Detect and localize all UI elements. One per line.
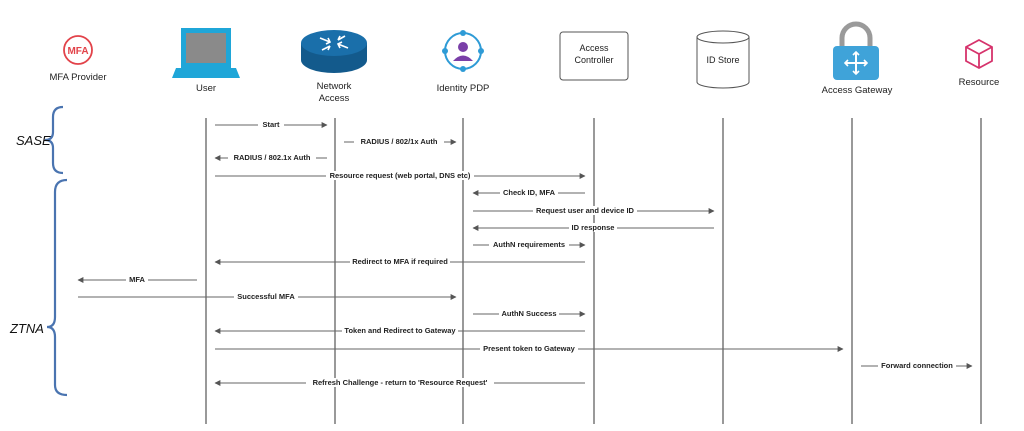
mfa-badge-text: MFA bbox=[67, 46, 88, 57]
mfa-badge-icon: MFA bbox=[63, 35, 93, 65]
mfa-provider-label: MFA Provider bbox=[49, 72, 106, 83]
access-controller-label-line1: Access bbox=[579, 43, 609, 53]
message: Resource request (web portal, DNS etc) bbox=[215, 171, 586, 180]
message: RADIUS / 802.1x Auth bbox=[214, 153, 327, 162]
sase-brace bbox=[44, 105, 64, 175]
message-label: Redirect to MFA if required bbox=[352, 257, 448, 266]
resource-label: Resource bbox=[959, 77, 1000, 88]
actor-resource: Resource bbox=[959, 38, 1000, 88]
ztna-label: ZTNA bbox=[9, 321, 44, 336]
message: Forward connection bbox=[861, 361, 973, 370]
message: Token and Redirect to Gateway bbox=[214, 326, 585, 335]
message-label: MFA bbox=[129, 275, 145, 284]
actor-mfa-provider: MFA MFA Provider bbox=[49, 35, 107, 83]
message-label: RADIUS / 802/1x Auth bbox=[361, 137, 438, 146]
message-label: ID response bbox=[572, 223, 615, 232]
message: Refresh Challenge - return to 'Resource … bbox=[214, 378, 585, 387]
network-access-label-line2: Access bbox=[319, 93, 350, 104]
message-label: Resource request (web portal, DNS etc) bbox=[330, 171, 471, 180]
group-sase: SASE bbox=[16, 105, 64, 175]
router-icon bbox=[301, 30, 367, 73]
message: AuthN requirements bbox=[473, 240, 586, 249]
identity-pdp-label: Identity PDP bbox=[437, 83, 490, 94]
message: Redirect to MFA if required bbox=[214, 257, 585, 266]
message-label: AuthN requirements bbox=[493, 240, 565, 249]
group-ztna: ZTNA bbox=[9, 178, 68, 397]
message: AuthN Success bbox=[473, 309, 586, 318]
message-label: Check ID, MFA bbox=[503, 188, 556, 197]
message-label: Forward connection bbox=[881, 361, 953, 370]
message: MFA bbox=[77, 275, 197, 284]
id-store-label: ID Store bbox=[706, 55, 739, 65]
access-controller-box bbox=[559, 31, 629, 81]
actor-identity-pdp: Identity PDP bbox=[437, 30, 490, 94]
message-label: Present token to Gateway bbox=[483, 344, 576, 353]
message-label: AuthN Success bbox=[501, 309, 556, 318]
message: Request user and device ID bbox=[473, 206, 715, 215]
actor-user: User bbox=[172, 28, 240, 94]
cube-icon bbox=[965, 38, 993, 70]
messages: Start RADIUS / 802/1x Auth RADIUS / 802.… bbox=[77, 120, 973, 387]
message: Start bbox=[215, 120, 328, 129]
message-label: RADIUS / 802.1x Auth bbox=[234, 153, 311, 162]
message: Successful MFA bbox=[78, 292, 457, 301]
database-cylinder-icon bbox=[696, 30, 750, 89]
message: Check ID, MFA bbox=[472, 188, 585, 197]
message-label: Token and Redirect to Gateway bbox=[344, 326, 456, 335]
identity-user-icon bbox=[442, 30, 484, 72]
access-gateway-label: Access Gateway bbox=[822, 85, 893, 96]
message-label: Start bbox=[262, 120, 280, 129]
lifelines bbox=[205, 118, 982, 424]
actor-access-gateway: Access Gateway bbox=[822, 21, 893, 96]
laptop-icon bbox=[172, 28, 240, 78]
message: ID response bbox=[472, 223, 714, 232]
sase-label: SASE bbox=[16, 133, 51, 148]
network-access-label-line1: Network bbox=[317, 81, 352, 92]
message-label: Successful MFA bbox=[237, 292, 295, 301]
message-label: Refresh Challenge - return to 'Resource … bbox=[313, 378, 488, 387]
user-label: User bbox=[196, 83, 216, 94]
actor-access-controller: Access Controller bbox=[559, 31, 629, 81]
message: Present token to Gateway bbox=[215, 344, 844, 353]
message-label: Request user and device ID bbox=[536, 206, 635, 215]
ztna-brace bbox=[46, 178, 68, 397]
actor-network-access: Network Access bbox=[301, 30, 367, 104]
actor-id-store: ID Store bbox=[696, 30, 750, 89]
message: RADIUS / 802/1x Auth bbox=[344, 137, 457, 146]
lock-gateway-icon bbox=[833, 21, 879, 80]
access-controller-label-line2: Controller bbox=[574, 55, 613, 65]
